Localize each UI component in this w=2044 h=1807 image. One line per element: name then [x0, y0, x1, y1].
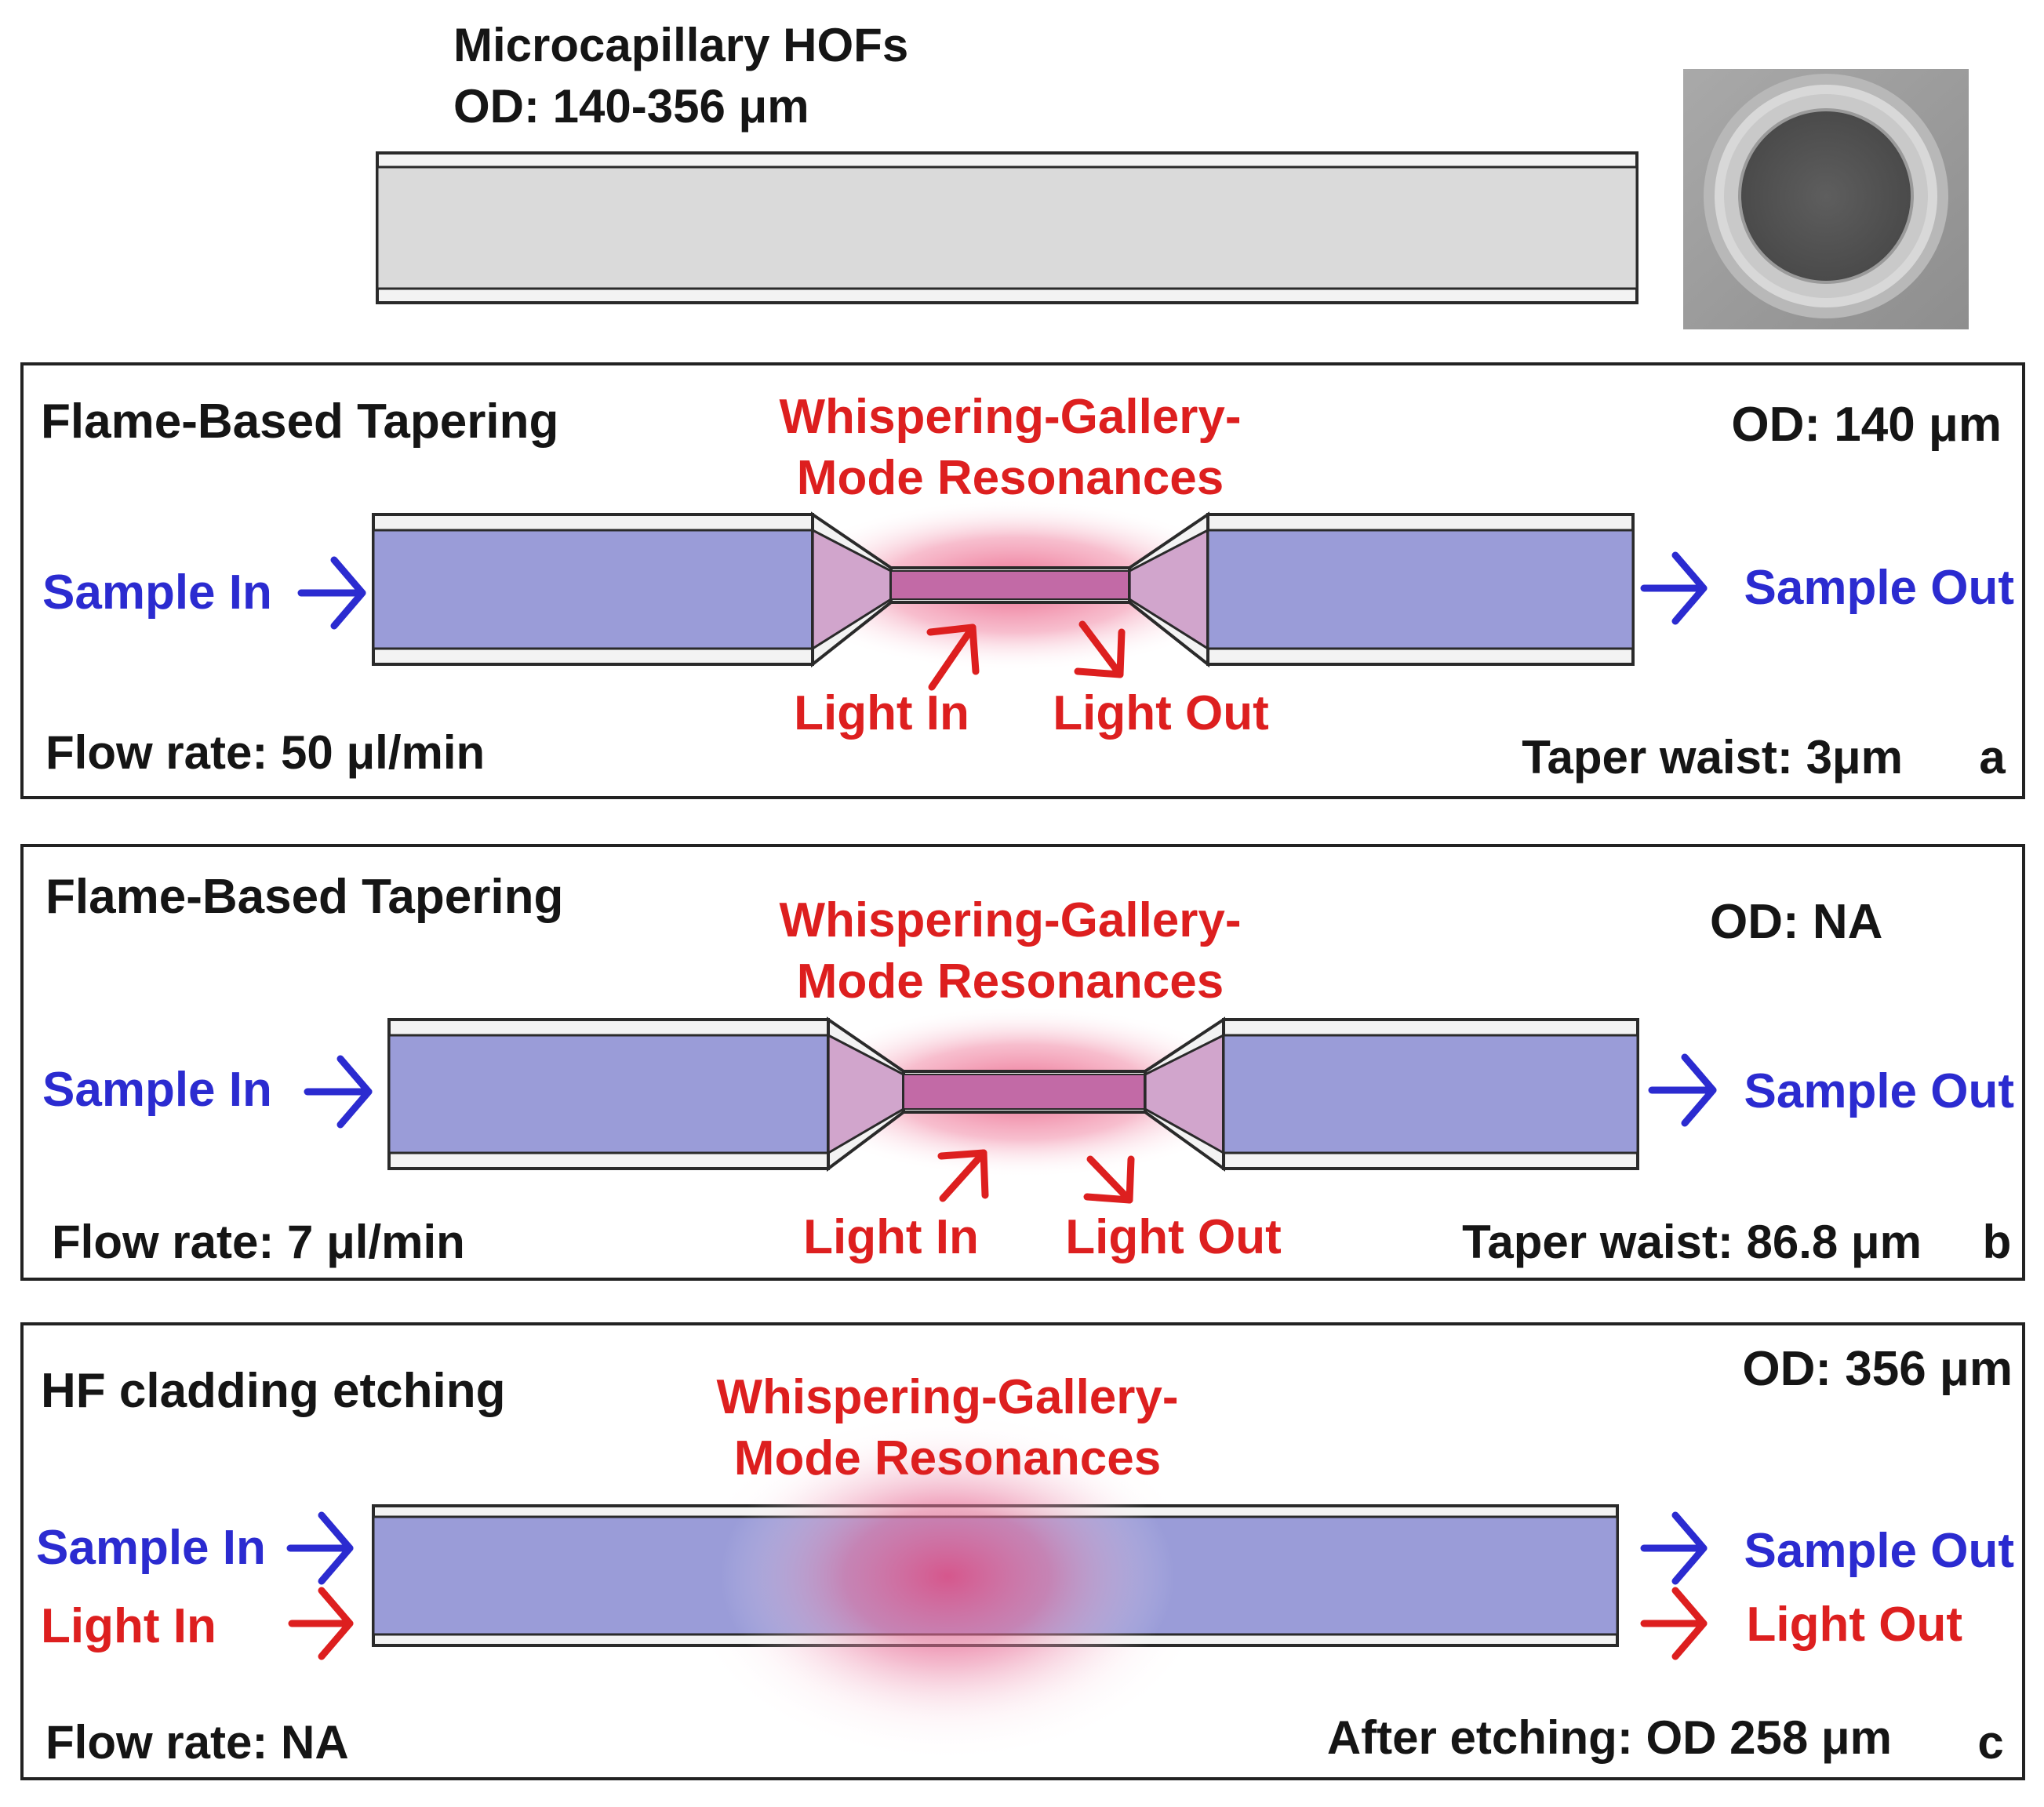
wgm-glow-c	[720, 1427, 1175, 1725]
panel-a-light-out: Light Out	[1053, 686, 1268, 740]
panel-c: HF cladding etching Whispering-Gallery- …	[20, 1322, 2025, 1780]
panel-c-sample-out: Sample Out	[1744, 1524, 2014, 1578]
light-in-arrow-b	[937, 1149, 989, 1202]
panel-a-wgm-line1: Whispering-Gallery-	[779, 390, 1241, 444]
panel-a-method: Flame-Based Tapering	[41, 394, 558, 449]
light-in-arrow-c	[288, 1587, 354, 1660]
tapered-capillary-a	[372, 511, 1635, 668]
header-title: Microcapillary HOFs	[453, 19, 908, 71]
header: Microcapillary HOFs OD: 140-356 μm	[376, 19, 1969, 329]
light-out-arrow-a	[1074, 620, 1126, 678]
panel-c-od: OD: 356 μm	[1742, 1342, 2013, 1396]
sample-in-arrow-b	[304, 1055, 373, 1129]
sample-out-arrow-c	[1640, 1511, 1708, 1585]
panel-b-method: Flame-Based Tapering	[45, 870, 563, 924]
sample-out-arrow-a	[1640, 551, 1708, 625]
panel-a-sample-in: Sample In	[42, 565, 272, 620]
sem-cross-section-image	[1683, 69, 1969, 329]
panel-a-sample-out: Sample Out	[1744, 561, 2014, 615]
panel-b-od: OD: NA	[1710, 895, 1882, 949]
panel-a-taper-waist: Taper waist: 3μm	[1522, 731, 1903, 784]
panel-a-od: OD: 140 μm	[1731, 398, 2002, 452]
sample-in-arrow-a	[297, 556, 366, 630]
panel-c-after-etching: After etching: OD 258 μm	[1327, 1711, 1892, 1764]
panel-b-sample-in: Sample In	[42, 1063, 272, 1117]
sample-out-arrow-b	[1648, 1053, 1717, 1127]
sample-in-arrow-c	[286, 1511, 354, 1585]
panel-a-wgm-line2: Mode Resonances	[797, 451, 1224, 505]
panel-b-letter: b	[1983, 1216, 2012, 1268]
panel-c-letter: c	[1977, 1716, 2003, 1769]
panel-b-taper-waist: Taper waist: 86.8 μm	[1462, 1216, 1922, 1268]
light-in-arrow-a	[926, 624, 980, 691]
panel-b-wgm-line1: Whispering-Gallery-	[779, 893, 1241, 947]
panel-a-flow-rate: Flow rate: 50 μl/min	[45, 726, 485, 779]
panel-c-light-out: Light Out	[1747, 1598, 1962, 1652]
panel-c-sample-in: Sample In	[36, 1521, 266, 1575]
panel-b-light-in: Light In	[803, 1210, 979, 1264]
panel-a-letter: a	[1979, 731, 2006, 784]
untapered-capillary	[376, 151, 1638, 304]
light-out-arrow-b	[1083, 1155, 1135, 1204]
panel-c-wgm-line1: Whispering-Gallery-	[716, 1370, 1178, 1424]
header-od: OD: 140-356 μm	[453, 80, 809, 133]
panel-c-wgm-line2: Mode Resonances	[734, 1431, 1161, 1485]
panel-b-flow-rate: Flow rate: 7 μl/min	[52, 1216, 465, 1268]
panel-c-flow-rate: Flow rate: NA	[45, 1716, 349, 1769]
panel-c-method: HF cladding etching	[41, 1364, 505, 1418]
panel-b: Flame-Based Tapering Whispering-Gallery-…	[20, 844, 2025, 1281]
panel-b-wgm-line2: Mode Resonances	[797, 954, 1224, 1009]
panel-c-light-in: Light In	[41, 1599, 216, 1653]
panel-a-light-in: Light In	[794, 686, 969, 740]
panel-a: Flame-Based Tapering Whispering-Gallery-…	[20, 362, 2025, 799]
tapered-capillary-b	[387, 1016, 1639, 1172]
panel-b-light-out: Light Out	[1065, 1210, 1281, 1264]
light-out-arrow-c	[1640, 1587, 1708, 1660]
panel-b-sample-out: Sample Out	[1744, 1064, 2014, 1118]
